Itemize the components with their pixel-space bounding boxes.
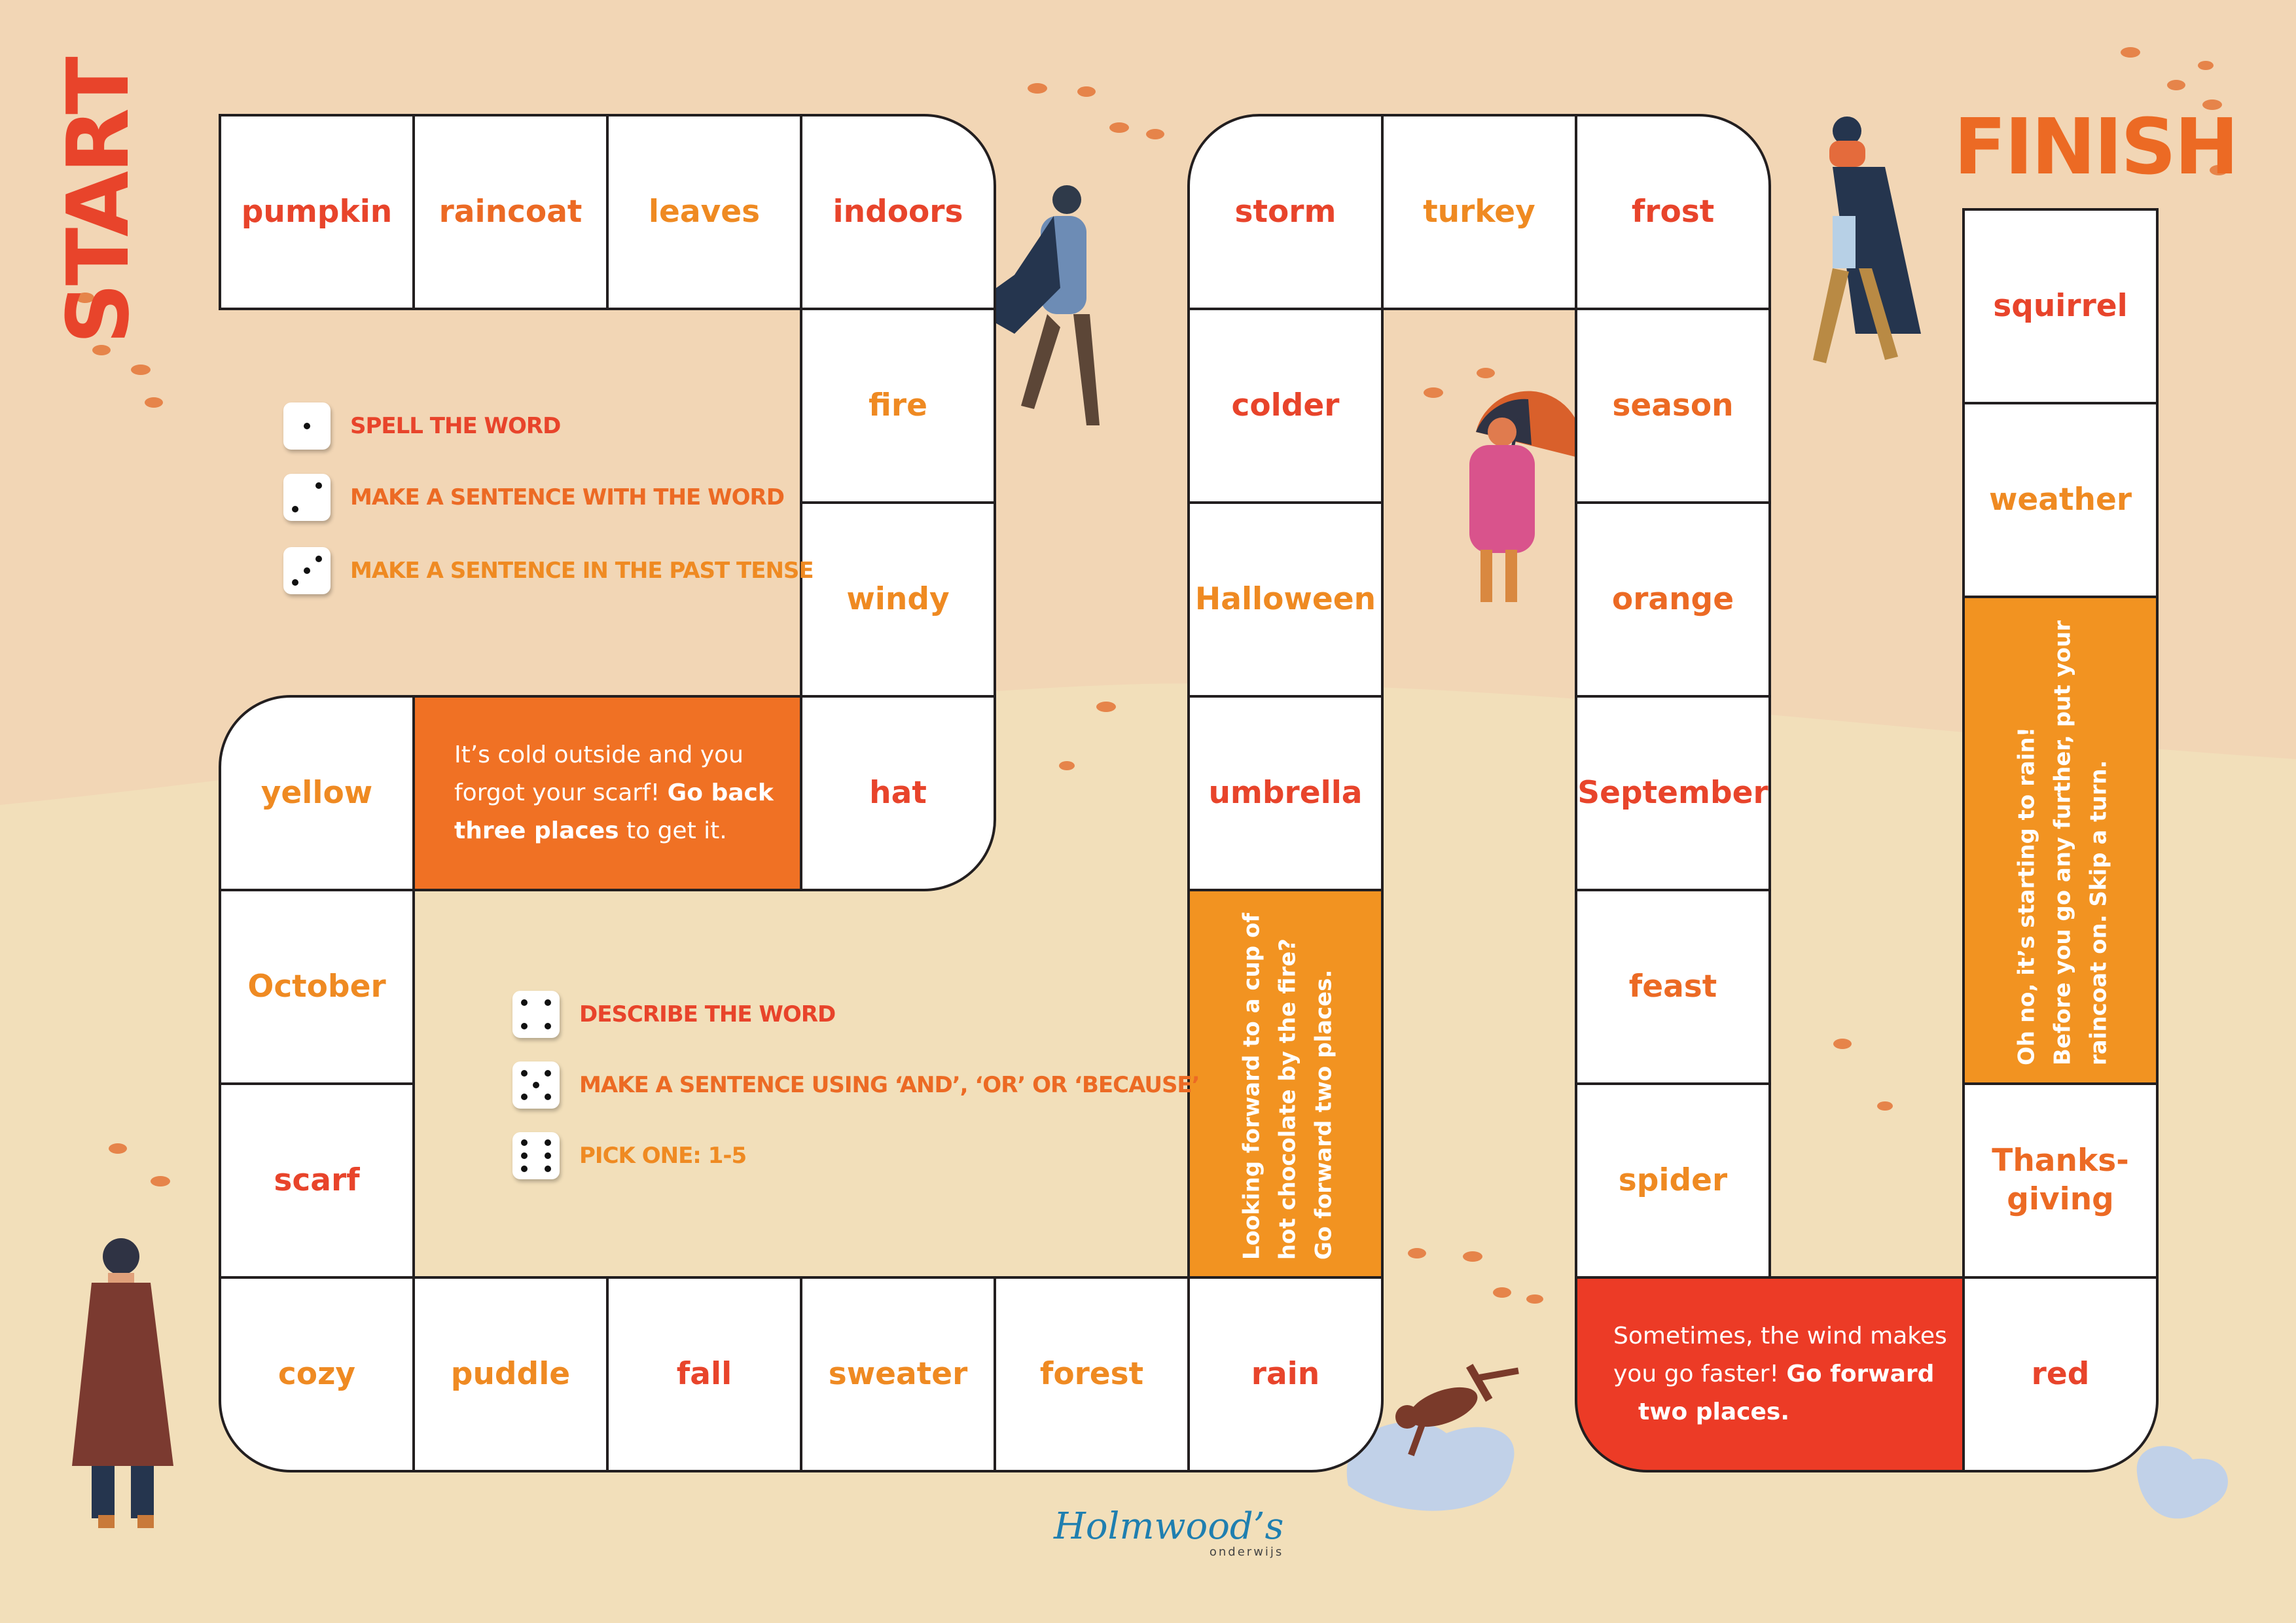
square-colder[interactable]: colder: [1187, 308, 1384, 504]
die-face-5-icon: [512, 1061, 560, 1109]
square-scarf[interactable]: scarf: [219, 1082, 415, 1279]
legend-roll-5: MAKE A SENTENCE USING ‘AND’, ‘OR’ OR ‘BE…: [512, 1061, 1200, 1109]
card-starting-to-rain-text: Oh no, it’s starting to rain! Before you…: [2013, 620, 2112, 1065]
square-weather[interactable]: weather: [1962, 402, 2159, 598]
square-puddle[interactable]: puddle: [412, 1276, 609, 1472]
die-face-3-icon: [283, 547, 331, 594]
square-pumpkin[interactable]: pumpkin: [219, 114, 415, 310]
legend-roll-3-text: MAKE A SENTENCE IN THE PAST TENSE: [350, 558, 814, 584]
brand-name: Holmwood’s: [1054, 1505, 1284, 1548]
finish-label: FINISH: [1954, 101, 2239, 192]
legend-roll-1: SPELL THE WORD: [283, 402, 561, 450]
brand-subtitle: onderwijs: [1209, 1545, 1284, 1559]
legend-roll-6: PICK ONE: 1-5: [512, 1132, 747, 1179]
card-hot-chocolate[interactable]: Looking forward to a cup of hot chocolat…: [1187, 889, 1384, 1279]
legend-roll-3: MAKE A SENTENCE IN THE PAST TENSE: [283, 547, 814, 594]
legend-roll-2-text: MAKE A SENTENCE WITH THE WORD: [350, 484, 785, 510]
start-label: START: [48, 59, 148, 344]
die-face-2-icon: [283, 474, 331, 521]
square-umbrella[interactable]: umbrella: [1187, 695, 1384, 891]
square-thanksgiving[interactable]: Thanks-giving: [1962, 1082, 2159, 1279]
die-face-4-icon: [512, 991, 560, 1038]
square-september[interactable]: September: [1575, 695, 1771, 891]
legend-roll-4-text: DESCRIBE THE WORD: [579, 1001, 836, 1027]
die-face-1-icon: [283, 402, 331, 450]
square-windy[interactable]: windy: [800, 501, 996, 698]
square-october[interactable]: October: [219, 889, 415, 1085]
legend-roll-4: DESCRIBE THE WORD: [512, 991, 836, 1038]
die-face-6-icon: [512, 1132, 560, 1179]
card-starting-to-rain[interactable]: Oh no, it’s starting to rain! Before you…: [1962, 596, 2159, 1085]
square-rain[interactable]: rain: [1187, 1276, 1384, 1472]
woman-walking-illustration: [1813, 116, 1921, 363]
card-wind-text: Sometimes, the wind makes you go faster!…: [1613, 1323, 1947, 1425]
square-indoors[interactable]: indoors: [800, 114, 996, 310]
brand-logo: Holmwood’s onderwijs: [1054, 1505, 1283, 1559]
puddle-decoration: [2136, 1446, 2228, 1519]
square-raincoat[interactable]: raincoat: [412, 114, 609, 310]
square-season[interactable]: season: [1575, 308, 1771, 504]
square-thanksgiving-label: Thanks-giving: [1992, 1143, 2129, 1217]
square-red[interactable]: red: [1962, 1276, 2159, 1472]
square-feast[interactable]: feast: [1575, 889, 1771, 1085]
square-storm[interactable]: storm: [1187, 114, 1384, 310]
legend-roll-5-text: MAKE A SENTENCE USING ‘AND’, ‘OR’ OR ‘BE…: [579, 1072, 1200, 1098]
square-fire[interactable]: fire: [800, 308, 996, 504]
square-frost[interactable]: frost: [1575, 114, 1771, 310]
square-forest[interactable]: forest: [994, 1276, 1190, 1472]
legend-roll-6-text: PICK ONE: 1-5: [579, 1143, 747, 1169]
legend-roll-1-text: SPELL THE WORD: [350, 413, 561, 439]
square-fall[interactable]: fall: [606, 1276, 802, 1472]
card-forgot-scarf[interactable]: It’s cold outside and you forgot your sc…: [412, 695, 802, 891]
square-yellow[interactable]: yellow: [219, 695, 415, 891]
square-sweater[interactable]: sweater: [800, 1276, 996, 1472]
card-wind[interactable]: Sometimes, the wind makes you go faster!…: [1575, 1276, 1965, 1472]
square-squirrel[interactable]: squirrel: [1962, 208, 2159, 404]
square-spider[interactable]: spider: [1575, 1082, 1771, 1279]
square-cozy[interactable]: cozy: [219, 1276, 415, 1472]
legend-roll-2: MAKE A SENTENCE WITH THE WORD: [283, 474, 785, 521]
square-halloween[interactable]: Halloween: [1187, 501, 1384, 698]
square-turkey[interactable]: turkey: [1381, 114, 1577, 310]
dog-illustration: [1395, 1364, 1519, 1457]
card-hot-chocolate-text: Looking forward to a cup of hot chocolat…: [1238, 912, 1337, 1260]
girl-with-umbrella-illustration: [1469, 391, 1583, 602]
square-leaves[interactable]: leaves: [606, 114, 802, 310]
square-hat[interactable]: hat: [800, 695, 996, 891]
card-forgot-scarf-text: It’s cold outside and you forgot your sc…: [454, 741, 774, 844]
square-orange[interactable]: orange: [1575, 501, 1771, 698]
man-in-coat-illustration: [72, 1238, 173, 1528]
puddle-decoration: [1346, 1421, 1515, 1511]
